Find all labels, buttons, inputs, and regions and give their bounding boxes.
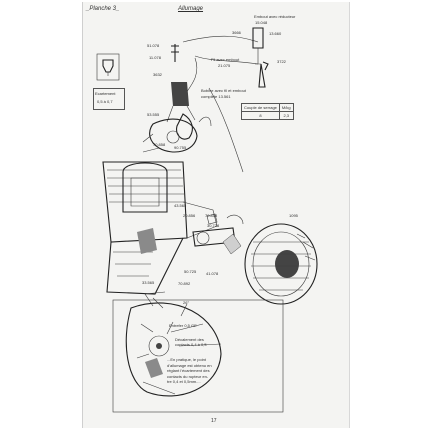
angle-label: 26° [183, 300, 190, 305]
spark-plug [258, 63, 266, 88]
label-bobine-2: complète 13.561 [201, 94, 231, 99]
ignition-coil [171, 82, 189, 106]
engine-block [102, 161, 218, 295]
label-30728: 30.728 [207, 223, 220, 228]
label-33565: 33.565 [142, 280, 155, 285]
detail-frame [112, 299, 284, 413]
label-bobine: Bobine avec fil et embout [201, 88, 246, 93]
note-line: tre 0,4 et 0,5mm.... [167, 379, 201, 384]
planche-label: _Planche 3_ [86, 6, 120, 12]
label-43565: 43.565 [174, 203, 187, 208]
label-21075: 21.075 [218, 63, 231, 68]
entrefer-label: Entrefer 0,5 GE [169, 323, 197, 328]
label-70892: 70.892 [178, 281, 191, 286]
clip-part [171, 44, 179, 62]
ecartement-label: Ecartement [95, 91, 116, 96]
label-41078: 41.078 [206, 271, 219, 276]
page-number: 17 [211, 418, 217, 424]
label-fil-embout: Fil avec embout [211, 57, 240, 62]
label-3632: 3632 [153, 72, 162, 77]
label-11078: 11.078 [149, 55, 161, 60]
decalement-label-2: contacts 0,4 à 0,5 [175, 342, 207, 347]
label-90755: 90.755 [174, 145, 187, 150]
label-20856: 20.856 [183, 213, 196, 218]
torque-header: Couple de serrage [241, 103, 280, 112]
label-51078: 51.078 [147, 43, 160, 48]
label-13660: 13.660 [269, 31, 282, 36]
manual-page: _Planche 3_ Allumage [82, 2, 350, 428]
ignition-note: ...En pratique, le point d'allumage est … [167, 358, 212, 384]
label-53555: 53.555 [147, 112, 160, 117]
label-70858b: 70.858 [205, 213, 218, 218]
note-line: contacts du rupteur en- [167, 373, 209, 379]
plug-cap [252, 27, 264, 49]
torque-value: 2,3 [278, 111, 294, 120]
note-line: d'allumage est obtenu en [167, 362, 212, 368]
note-line: réglant l'écartement des [167, 368, 210, 373]
label-50725: 50.725 [184, 269, 197, 274]
torque-unit: M/kg [278, 103, 294, 112]
ecartement-value: 0,5 à 0,7 [97, 99, 113, 104]
label-1095: 1095 [289, 213, 298, 218]
flywheel [244, 223, 318, 305]
torque-item: 8 [241, 111, 280, 120]
ecartement-box [93, 88, 125, 110]
label-3722: 3722 [277, 59, 286, 64]
ignition-exploded-diagram [96, 27, 318, 413]
note-line: ...En pratique, le point [167, 357, 206, 362]
decalement-label: Décalement des [175, 337, 204, 342]
label-embout-reducteur: Embout avec réducteur [254, 14, 296, 19]
label-3666: 3666 [232, 30, 241, 35]
stator-plate [125, 302, 222, 397]
torque-table: Couple de serrage M/kg 8 2,3 [241, 103, 294, 120]
label-70858: 70.858 [153, 142, 166, 147]
section-title: Allumage [178, 6, 204, 12]
label-15048: 15.048 [255, 20, 268, 25]
